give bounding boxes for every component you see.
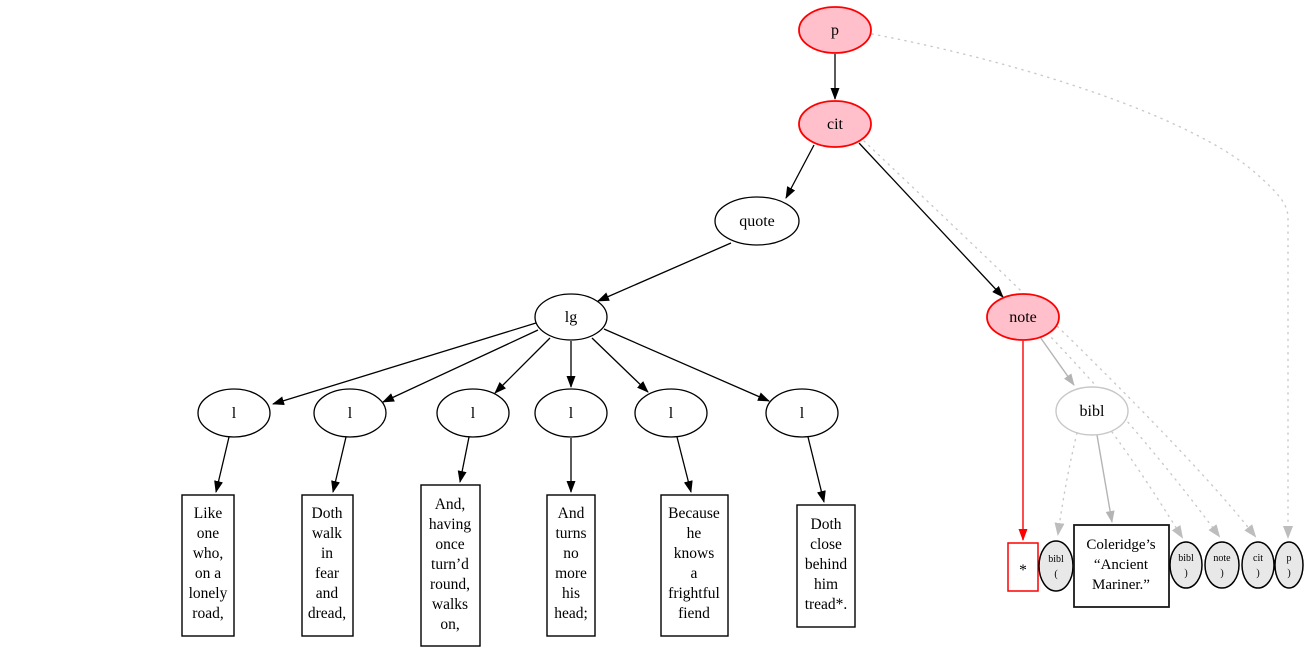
node-p: p	[798, 6, 872, 54]
edge-l3-verse3	[457, 436, 470, 483]
node-quote-shape	[714, 196, 800, 246]
edge-l5-verse5	[676, 436, 693, 493]
node-cit: cit	[798, 100, 872, 148]
reference-box-shape	[1073, 524, 1170, 608]
edge-cit-cit-close	[863, 140, 1257, 538]
milestone-bibl-close: bibl)	[1169, 541, 1203, 589]
node-l3-shape	[436, 388, 510, 438]
node-l2-shape	[313, 388, 387, 438]
verse-box-6-shape	[796, 504, 856, 628]
edge-lg-l6	[603, 328, 770, 402]
edge-p-p-close	[871, 33, 1293, 539]
edges	[214, 33, 1293, 541]
milestone-p-close-label: p)	[1287, 553, 1292, 579]
node-bibl-shape	[1055, 386, 1129, 436]
node-cit-shape	[798, 100, 872, 148]
node-bibl: bibl	[1055, 386, 1129, 436]
node-l4-shape	[534, 388, 608, 438]
node-l6: l	[765, 388, 839, 438]
milestone-bibl-open-label: bibl(	[1048, 554, 1064, 580]
milestone-bibl-close-label: bibl)	[1178, 553, 1194, 579]
node-l2: l	[313, 388, 387, 438]
verse-box-1-shape	[181, 494, 235, 637]
node-note: note	[986, 293, 1060, 341]
node-l4: l	[534, 388, 608, 438]
asterisk-box-shape	[1007, 542, 1039, 592]
milestone-cit-close-label: cit)	[1253, 553, 1263, 579]
edge-bibl-reference	[1096, 434, 1115, 523]
node-l3-label: l	[471, 405, 476, 422]
node-l5-shape	[634, 388, 708, 438]
edge-lg-l5	[591, 337, 649, 393]
node-l1-shape	[197, 388, 271, 438]
node-bibl-label: bibl	[1080, 403, 1105, 420]
edge-l6-verse6	[807, 436, 826, 503]
verse-box-3-shape	[420, 484, 481, 647]
node-l6-shape	[765, 388, 839, 438]
node-l5: l	[634, 388, 708, 438]
milestone-bibl-open: bibl(	[1038, 540, 1074, 592]
milestone-p-close-shape	[1274, 541, 1304, 589]
node-l1: l	[197, 388, 271, 438]
node-lg: lg	[534, 293, 608, 341]
milestone-cit-close: cit)	[1241, 541, 1275, 589]
node-quote: quote	[714, 196, 800, 246]
milestone-cit-close-shape	[1241, 541, 1275, 589]
edge-bibl-bibl-open	[1054, 432, 1078, 536]
milestone-p-close: p)	[1274, 541, 1304, 589]
asterisk-box: *	[1007, 542, 1039, 592]
verse-box-4-shape	[546, 494, 596, 637]
node-l4-label: l	[569, 405, 574, 422]
node-p-label: p	[831, 22, 839, 39]
node-note-label: note	[1009, 309, 1037, 326]
milestone-bibl-open-shape	[1038, 540, 1074, 592]
node-p-shape	[798, 6, 872, 54]
edge-lg-l3	[494, 337, 551, 394]
node-lg-label: lg	[565, 309, 577, 326]
node-lg-shape	[534, 293, 608, 341]
edge-l2-verse2	[331, 436, 347, 493]
edge-quote-lg	[597, 242, 732, 302]
milestone-note-close-shape	[1204, 541, 1240, 589]
node-quote-label: quote	[739, 213, 775, 230]
edge-cit-quote	[785, 144, 815, 199]
edge-note-note-close	[1046, 332, 1221, 538]
node-l1-label: l	[232, 405, 237, 422]
edge-l1-verse1	[214, 436, 230, 493]
edge-cit-note	[858, 142, 1004, 298]
milestone-note-close-label: note)	[1213, 553, 1231, 579]
edge-lg-l1	[272, 322, 537, 406]
node-cit-label: cit	[827, 116, 844, 133]
node-l3: l	[436, 388, 510, 438]
edge-bibl-bibl-close	[1111, 431, 1184, 539]
node-l5-label: l	[669, 405, 674, 422]
edge-lg-l2	[382, 329, 539, 403]
node-note-shape	[986, 293, 1060, 341]
milestone-note-close: note)	[1204, 541, 1240, 589]
verse-box-2-shape	[301, 494, 354, 637]
node-l2-label: l	[348, 405, 353, 422]
milestone-bibl-close-shape	[1169, 541, 1203, 589]
asterisk-box-text: *	[1019, 562, 1027, 579]
verse-box-5-shape	[660, 494, 729, 637]
edge-note-bibl	[1039, 336, 1075, 386]
node-l6-label: l	[800, 405, 805, 422]
